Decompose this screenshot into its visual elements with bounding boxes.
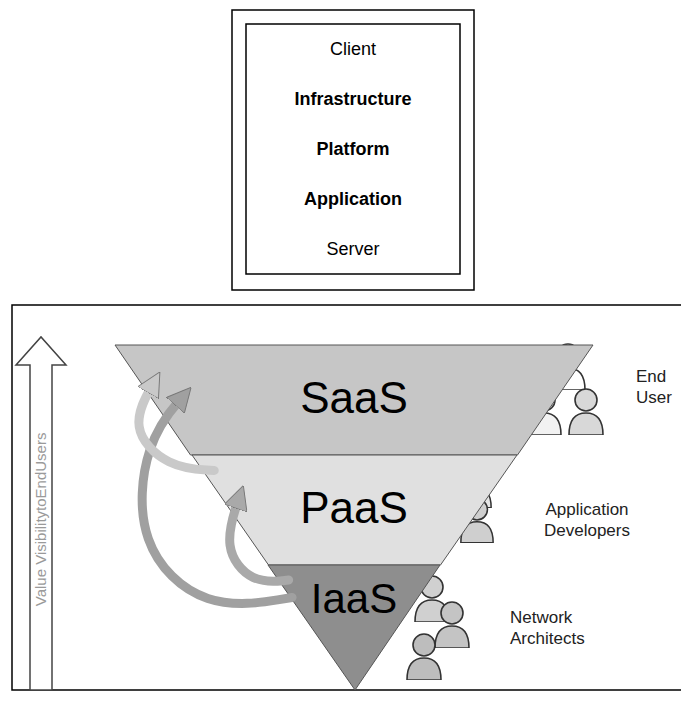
axis-label: Value VisibilitytoEndUsers: [32, 359, 51, 679]
layer-label: Application: [304, 189, 402, 210]
frame: [12, 305, 681, 690]
band-outline: [192, 455, 517, 565]
service-label: PaaS: [300, 483, 408, 534]
inner-box: [246, 24, 460, 274]
saas-band: SaaS: [115, 345, 593, 455]
service-label: SaaS: [300, 373, 408, 424]
band-outline: [115, 345, 593, 455]
band-outline: [268, 565, 440, 690]
layer-row: Platform: [246, 124, 460, 174]
outer-box: [232, 10, 474, 290]
value-arrow: [16, 337, 66, 690]
paas-band: PaaS: [192, 455, 517, 565]
layer-label: Server: [326, 239, 379, 260]
layer-row: Application: [246, 174, 460, 224]
layer-row: Server: [246, 224, 460, 274]
layer-label: Client: [330, 39, 376, 60]
layer-label: Infrastructure: [294, 89, 411, 110]
service-label: IaaS: [311, 575, 397, 623]
layer-label: Platform: [316, 139, 389, 160]
role-label: End User: [636, 366, 678, 409]
iaas-band: IaaS: [268, 565, 440, 690]
layer-row: Infrastructure: [246, 74, 460, 124]
layer-row: Client: [246, 24, 460, 74]
role-label: Application Developers: [528, 499, 646, 542]
role-label: Network Architects: [510, 607, 606, 650]
